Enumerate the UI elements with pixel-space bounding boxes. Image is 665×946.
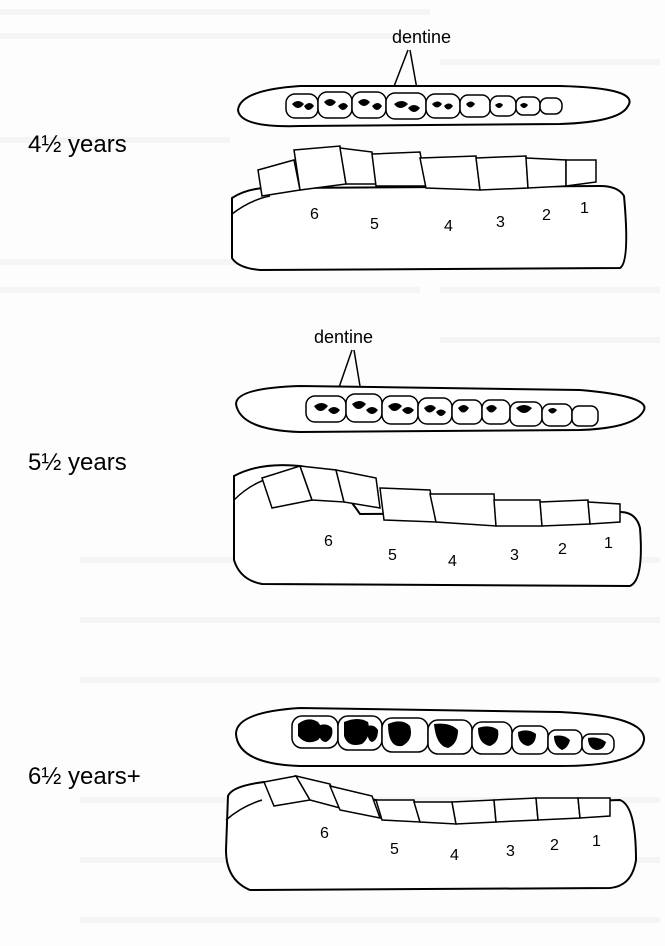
tooth-number: 3 [506, 843, 515, 860]
age-label: 6½ years+ [28, 763, 141, 790]
dentine-label: dentine [392, 27, 451, 47]
tooth-number: 2 [542, 207, 551, 224]
tooth-number: 3 [510, 547, 519, 564]
occlusal-view-jaw [236, 708, 644, 766]
occlusal-view-jaw [238, 86, 630, 126]
tooth-number: 5 [388, 547, 397, 564]
age-label: 5½ years [28, 449, 127, 476]
side-view-jaw [232, 146, 626, 270]
tooth-number: 4 [444, 218, 453, 235]
tooth-number: 3 [496, 214, 505, 231]
tooth-number: 1 [592, 833, 601, 850]
tooth-number: 6 [320, 825, 329, 842]
tooth-number: 1 [580, 200, 589, 217]
dentine-label: dentine [314, 327, 373, 347]
tooth-number: 4 [450, 847, 459, 864]
tooth-number: 2 [558, 541, 567, 558]
tooth-number: 2 [550, 837, 559, 854]
tooth-number: 1 [604, 535, 613, 552]
age-label: 4½ years [28, 131, 127, 158]
tooth-number: 4 [448, 553, 457, 570]
tooth-number: 5 [390, 841, 399, 858]
occlusal-view-jaw [236, 386, 644, 432]
tooth-number: 5 [370, 216, 379, 233]
tooth-number: 6 [310, 206, 319, 223]
tooth-number: 6 [324, 533, 333, 550]
